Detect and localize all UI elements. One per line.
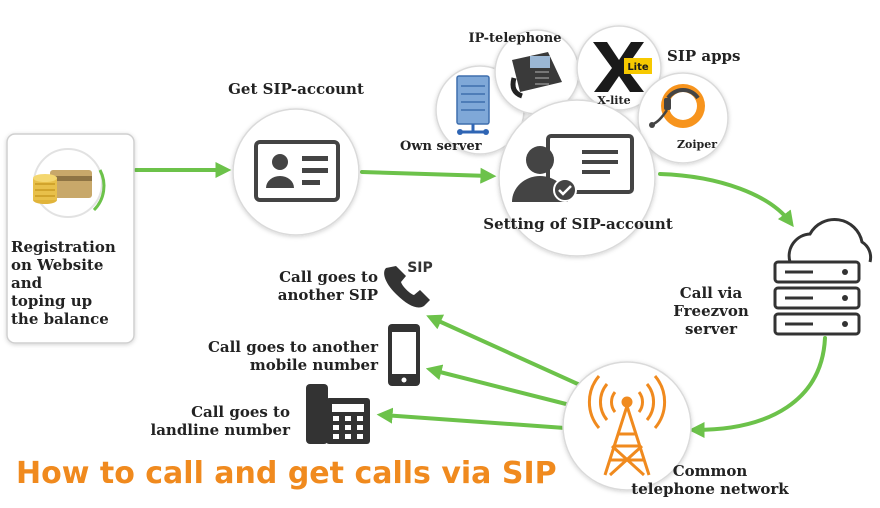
server-icon — [456, 75, 490, 135]
arrow-network-to-mobile — [425, 364, 572, 407]
setting-label: Setting of SIP-account — [483, 215, 673, 233]
network-label: Common telephone network — [620, 462, 800, 498]
own-server-label: Own server — [400, 139, 482, 154]
id-card-icon — [254, 140, 340, 202]
xlite-logo: Lite — [593, 42, 652, 92]
radio-tower-icon — [587, 375, 667, 477]
sip-call-label-line: Call goes to — [279, 268, 378, 286]
setting-node — [498, 99, 656, 257]
freezvon-label-line: Call via — [679, 284, 743, 302]
flow-arrows — [134, 162, 827, 438]
zoiper-label: Zoiper — [676, 138, 718, 151]
mobile-phone-icon — [388, 324, 420, 386]
network-label-line: Common — [672, 462, 748, 480]
get-sip-node — [232, 108, 360, 236]
registration-label-line: the balance — [11, 310, 109, 328]
zoiper-node — [637, 72, 729, 164]
arrow-network-to-landline — [376, 407, 567, 430]
page-title: How to call and get calls via SIP — [16, 456, 557, 491]
freezvon-label-line: Freezvon server — [673, 302, 749, 338]
registration-label: Registration on Website and toping up th… — [11, 238, 136, 328]
xlite-logo-text: Lite — [627, 62, 649, 73]
arrow-get-sip-to-setting — [360, 167, 497, 184]
network-label-line: telephone network — [631, 480, 789, 498]
ip-telephone-label: IP-telephone — [468, 31, 562, 46]
xlite-label: X-lite — [597, 94, 631, 107]
get-sip-label: Get SIP-account — [228, 80, 364, 98]
mobile-call-label-line: mobile number — [249, 356, 378, 374]
ip-telephone-node — [494, 29, 580, 115]
sip-call-label-line: another SIP — [277, 286, 378, 304]
cloud-server-icon — [773, 217, 873, 336]
registration-label-line: toping up — [11, 292, 93, 310]
coins-card-icon — [33, 148, 106, 218]
desk-phone-icon — [510, 52, 562, 99]
landline-call-label-line: Call goes to — [191, 403, 290, 421]
landline-phone-icon — [306, 384, 370, 444]
network-node — [562, 361, 692, 491]
arrow-network-to-sip — [426, 314, 582, 387]
xlite-node: Lite — [576, 25, 662, 111]
phone-handset-icon: SIP — [384, 260, 433, 308]
sip-apps-label: SIP apps — [667, 47, 741, 65]
registration-node — [6, 133, 135, 344]
landline-call-label-line: landline number — [150, 421, 291, 439]
freezvon-node — [773, 217, 873, 336]
sip-call-label: Call goes to another SIP — [240, 268, 378, 304]
zoiper-logo — [649, 84, 705, 128]
registration-label-line: Registration — [11, 238, 116, 256]
landline-call-label: Call goes to landline number — [140, 403, 291, 439]
arrow-freezvon-to-network — [688, 336, 827, 438]
arrow-setting-to-freezvon — [658, 172, 794, 228]
mobile-call-label-line: Call goes to another — [207, 338, 378, 356]
user-screen-icon — [512, 134, 634, 202]
mobile-call-label: Call goes to another mobile number — [196, 338, 378, 374]
registration-label-line: on Website and — [11, 256, 104, 292]
freezvon-label: Call via Freezvon server — [646, 284, 776, 338]
sip-badge: SIP — [407, 260, 433, 276]
